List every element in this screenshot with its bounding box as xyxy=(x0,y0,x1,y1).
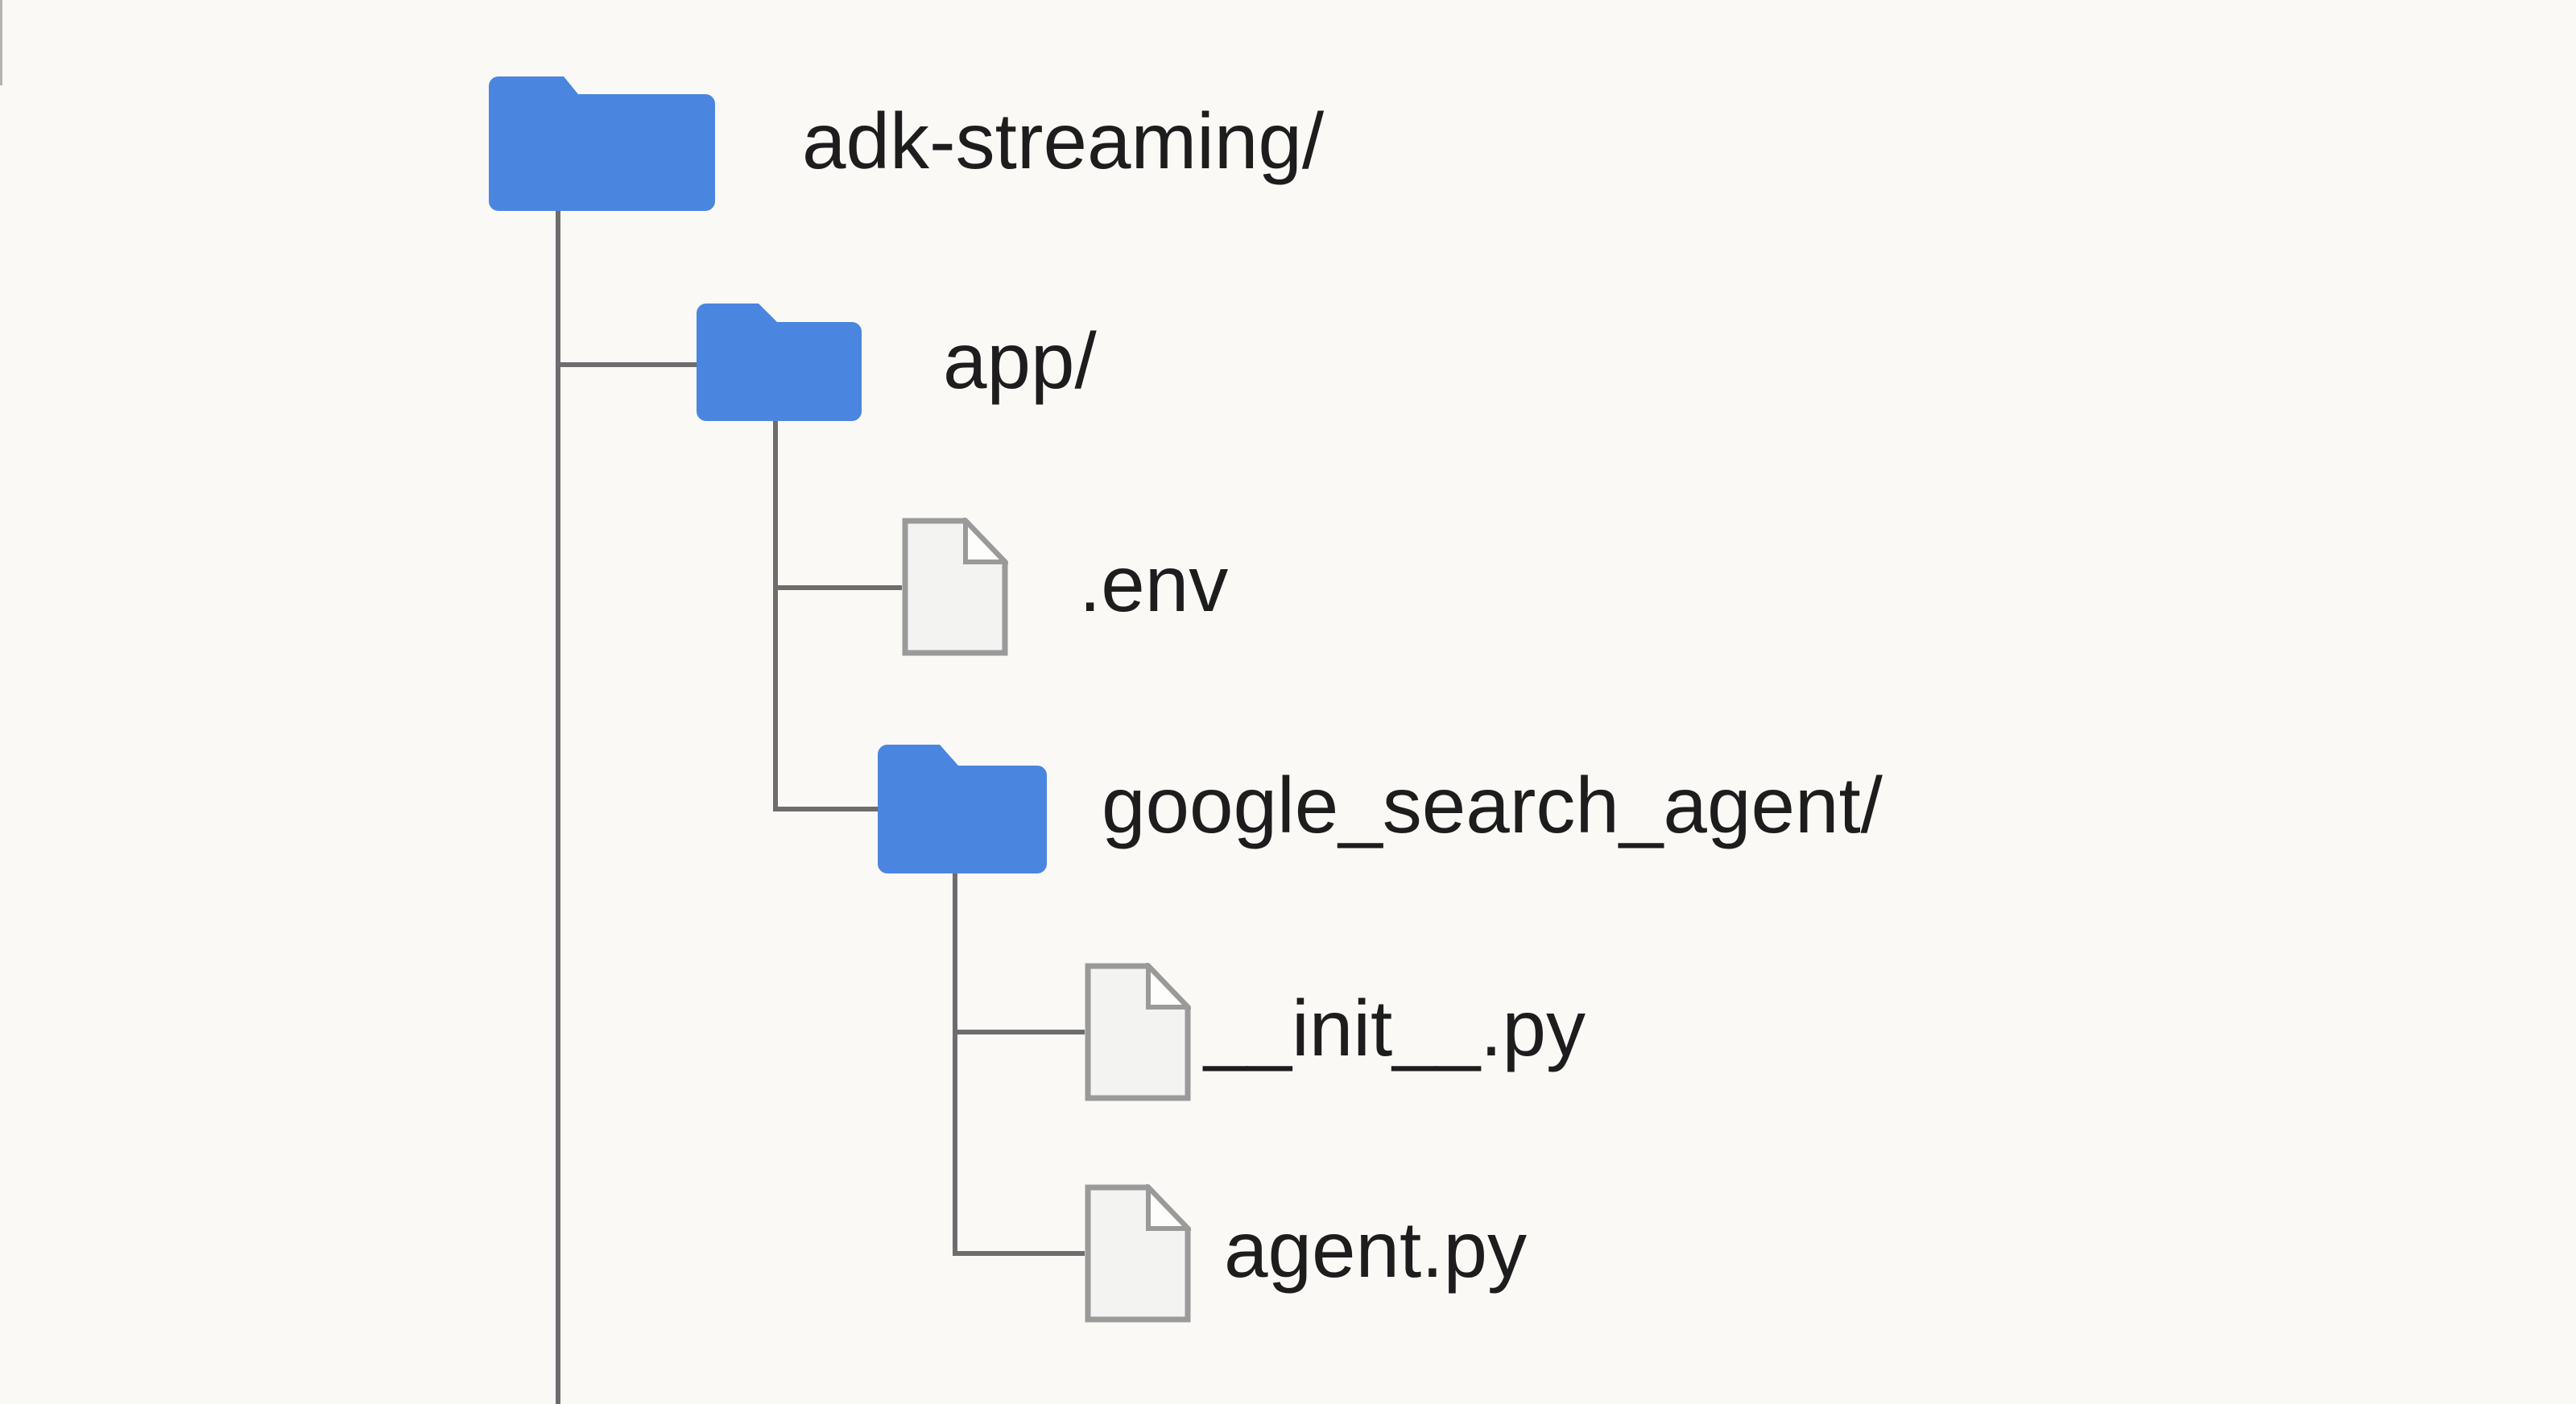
file-icon xyxy=(1085,1184,1191,1323)
file-icon xyxy=(902,518,1008,656)
left-edge-crop-line xyxy=(0,0,2,85)
tree-node-label-google-search-agent: google_search_agent/ xyxy=(1102,761,1883,850)
connector-trunk-adk-streaming xyxy=(556,211,560,1404)
folder-icon xyxy=(878,745,1047,873)
connector-branch-google-search-agent xyxy=(773,807,878,811)
connector-branch-agent-py xyxy=(953,1251,1085,1256)
connector-branch-init-py xyxy=(953,1030,1085,1034)
folder-icon xyxy=(489,76,715,211)
connector-branch-env xyxy=(773,585,902,590)
tree-node-label-agent-py: agent.py xyxy=(1224,1205,1527,1295)
folder-icon xyxy=(697,304,862,421)
connector-branch-app xyxy=(556,362,697,367)
tree-node-label-init-py: __init__.py xyxy=(1204,984,1586,1073)
file-icon xyxy=(1085,963,1191,1101)
tree-node-label-app: app/ xyxy=(943,316,1097,406)
tree-node-label-env: .env xyxy=(1079,539,1229,629)
connector-trunk-app xyxy=(773,420,778,811)
connector-trunk-google-search-agent xyxy=(953,873,957,1256)
tree-node-label-adk-streaming: adk-streaming/ xyxy=(802,97,1325,186)
